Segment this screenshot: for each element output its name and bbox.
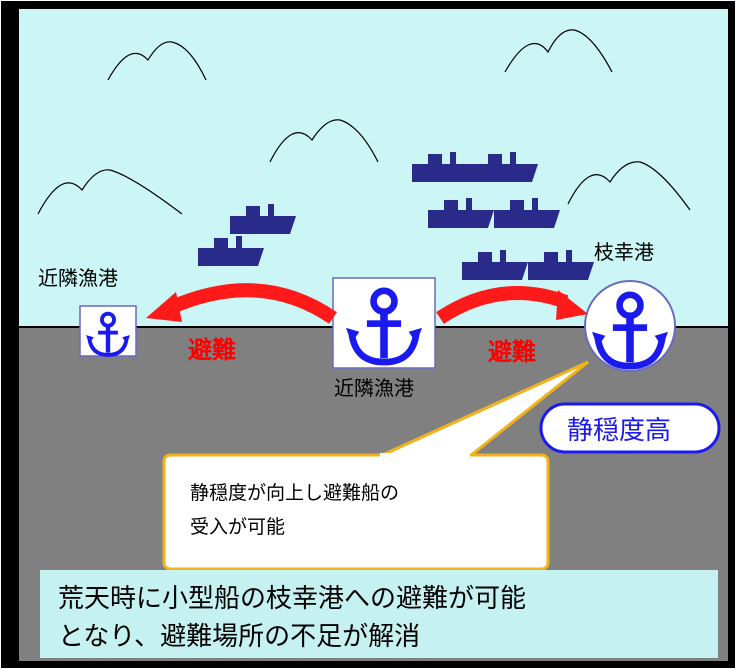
calm-badge-label: 静穏度高: [567, 416, 672, 446]
port-center-icon: [332, 277, 436, 369]
port-edasachi-icon: [584, 280, 676, 372]
evac-left-label: 避難: [188, 336, 236, 364]
port-center-label: 近隣漁港: [334, 376, 414, 400]
port-edasachi-label: 枝幸港: [594, 240, 654, 264]
evac-arrow-left: [146, 283, 337, 324]
summary-box: [40, 570, 718, 658]
mountain-icon: [567, 161, 691, 211]
port-left-icon: [79, 305, 137, 357]
mountain-icon: [37, 169, 183, 215]
sky: [19, 9, 728, 327]
callout-line-1: 静穏度が向上し避難船の: [190, 482, 400, 504]
callout-line-2: 受入が可能: [190, 516, 286, 538]
summary-line-1: 荒天時に小型船の枝幸港への避難が可能: [58, 584, 527, 614]
mountain-icon: [269, 119, 379, 163]
mountain-icon: [107, 41, 207, 81]
evac-arrow-right: [436, 286, 588, 324]
port-left-label: 近隣漁港: [38, 266, 118, 290]
calm-badge: [539, 402, 721, 454]
evac-right-label: 避難: [488, 338, 536, 366]
callout-box: [162, 453, 550, 571]
mountain-icon: [504, 29, 613, 73]
summary-line-2: となり、避難場所の不足が解消: [58, 622, 421, 652]
